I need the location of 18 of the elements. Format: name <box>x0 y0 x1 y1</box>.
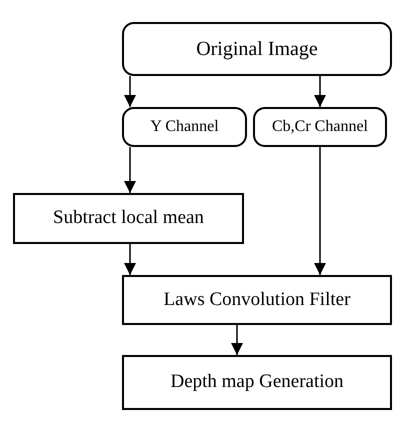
arrow <box>124 244 136 275</box>
box-label: Laws Convolution Filter <box>164 288 350 312</box>
arrow <box>314 76 326 107</box>
rounded-process-box <box>253 107 387 147</box>
arrow <box>314 147 326 275</box>
arrow <box>231 325 243 355</box>
box-label: Original Image <box>196 37 318 62</box>
process-box <box>122 355 392 410</box>
arrow <box>124 147 136 193</box>
rounded-process-box <box>122 107 247 147</box>
box-label: Subtract local mean <box>53 206 204 230</box>
box-label: Depth map Generation <box>170 370 344 394</box>
box-label: Cb,Cr Channel <box>272 117 368 137</box>
rounded-process-box <box>122 22 392 76</box>
box-label: Y Channel <box>150 117 219 137</box>
process-box <box>122 275 392 325</box>
arrow <box>124 76 136 107</box>
process-box <box>13 193 244 244</box>
